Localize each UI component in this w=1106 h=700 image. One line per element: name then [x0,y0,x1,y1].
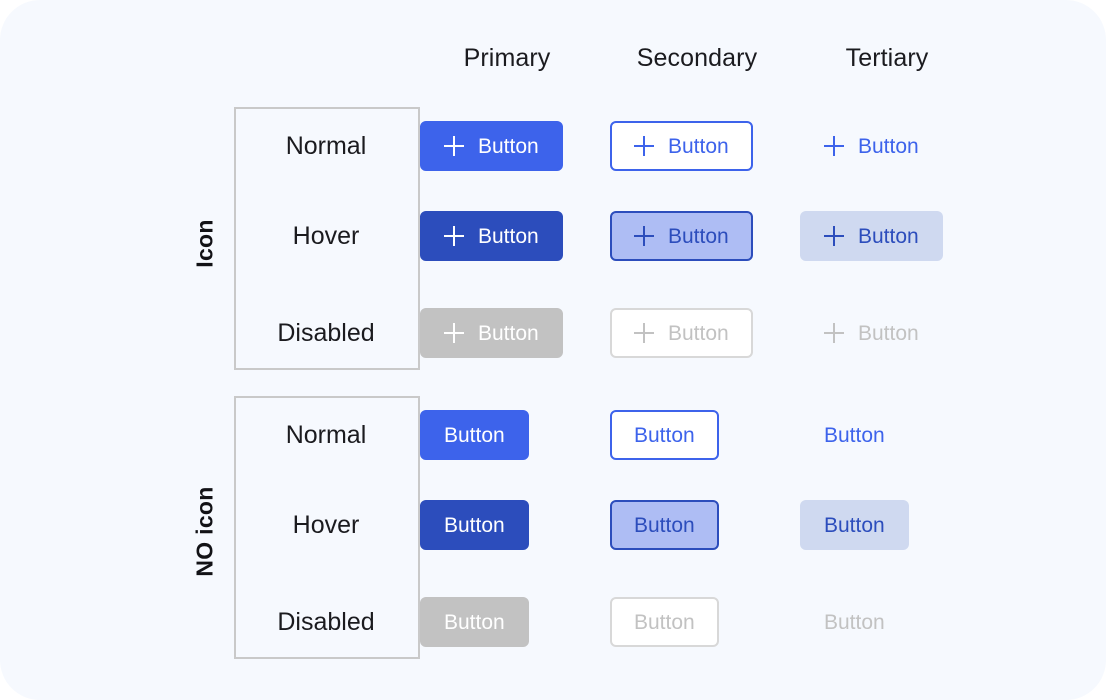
button-icon-hover-primary[interactable]: Button [420,211,563,261]
button-label: Button [668,224,729,248]
cell-no-icon-normal-primary: Button [420,410,610,460]
button-icon-disabled-tertiary: Button [800,308,943,358]
plus-icon [824,226,844,246]
cell-icon-hover-tertiary: Button [800,211,990,261]
button-no-icon-disabled-primary: Button [420,597,529,647]
button-label: Button [634,513,695,537]
plus-icon [634,136,654,156]
cell-no-icon-hover-secondary: Button [610,500,800,550]
button-no-icon-hover-primary[interactable]: Button [420,500,529,550]
button-icon-normal-secondary[interactable]: Button [610,121,753,171]
cell-no-icon-disabled-primary: Button [420,597,610,647]
button-label: Button [634,610,695,634]
cell-icon-disabled-secondary: Button [610,308,800,358]
column-header-primary: Primary [463,44,551,72]
button-label: Button [824,423,885,447]
button-label: Button [478,321,539,345]
cell-no-icon-disabled-tertiary: Button [800,597,990,647]
cell-no-icon-hover-primary: Button [420,500,610,550]
button-label: Button [444,513,505,537]
button-icon-normal-tertiary[interactable]: Button [800,121,943,171]
plus-icon [824,136,844,156]
group-label-no-icon: NO icon [191,486,218,577]
button-label: Button [858,134,919,158]
row-icon-hover: Hover Button Button Button [240,208,1090,264]
row-icon-normal: Normal Button Button Button [240,118,1090,174]
plus-icon [444,136,464,156]
cell-no-icon-disabled-secondary: Button [610,597,800,647]
button-no-icon-disabled-tertiary: Button [800,597,909,647]
button-icon-disabled-primary: Button [420,308,563,358]
cell-icon-normal-tertiary: Button [800,121,990,171]
cell-no-icon-normal-tertiary: Button [800,410,990,460]
group-bracket-icon [234,107,420,370]
cell-icon-hover-secondary: Button [610,211,800,261]
button-label: Button [478,134,539,158]
row-no-icon-disabled: Disabled Button Button Button [240,594,1090,650]
group-bracket-no-icon [234,396,420,659]
cell-icon-disabled-primary: Button [420,308,610,358]
group-label-icon: Icon [191,219,218,268]
row-label-no-icon-normal: Normal [285,420,367,449]
cell-icon-hover-primary: Button [420,211,610,261]
row-label-icon-hover: Hover [292,221,360,250]
button-icon-normal-primary[interactable]: Button [420,121,563,171]
row-icon-disabled: Disabled Button Button Button [240,305,1090,361]
button-label: Button [478,224,539,248]
button-label: Button [668,321,729,345]
button-label: Button [444,423,505,447]
cell-icon-disabled-tertiary: Button [800,308,990,358]
plus-icon [824,323,844,343]
button-label: Button [858,224,919,248]
button-no-icon-normal-primary[interactable]: Button [420,410,529,460]
button-icon-disabled-secondary: Button [610,308,753,358]
button-no-icon-hover-tertiary[interactable]: Button [800,500,909,550]
plus-icon [634,323,654,343]
cell-icon-normal-secondary: Button [610,121,800,171]
cell-icon-normal-primary: Button [420,121,610,171]
button-label: Button [634,423,695,447]
button-label: Button [824,513,885,537]
button-label: Button [444,610,505,634]
button-label: Button [824,610,885,634]
row-label-no-icon-disabled: Disabled [277,607,375,636]
button-icon-hover-tertiary[interactable]: Button [800,211,943,261]
button-label: Button [858,321,919,345]
button-label: Button [668,134,729,158]
plus-icon [444,226,464,246]
column-header-secondary: Secondary [636,44,758,72]
column-header-tertiary: Tertiary [845,44,929,72]
button-icon-hover-secondary[interactable]: Button [610,211,753,261]
row-label-icon-normal: Normal [285,131,367,160]
plus-icon [634,226,654,246]
column-header-row: Primary Secondary Tertiary [412,44,1052,73]
button-no-icon-hover-secondary[interactable]: Button [610,500,719,550]
cell-no-icon-normal-secondary: Button [610,410,800,460]
button-no-icon-disabled-secondary: Button [610,597,719,647]
plus-icon [444,323,464,343]
cell-no-icon-hover-tertiary: Button [800,500,990,550]
button-no-icon-normal-secondary[interactable]: Button [610,410,719,460]
row-label-icon-disabled: Disabled [277,318,375,347]
row-no-icon-normal: Normal Button Button Button [240,407,1090,463]
row-label-no-icon-hover: Hover [292,510,360,539]
row-no-icon-hover: Hover Button Button Button [240,497,1090,553]
button-no-icon-normal-tertiary[interactable]: Button [800,410,909,460]
